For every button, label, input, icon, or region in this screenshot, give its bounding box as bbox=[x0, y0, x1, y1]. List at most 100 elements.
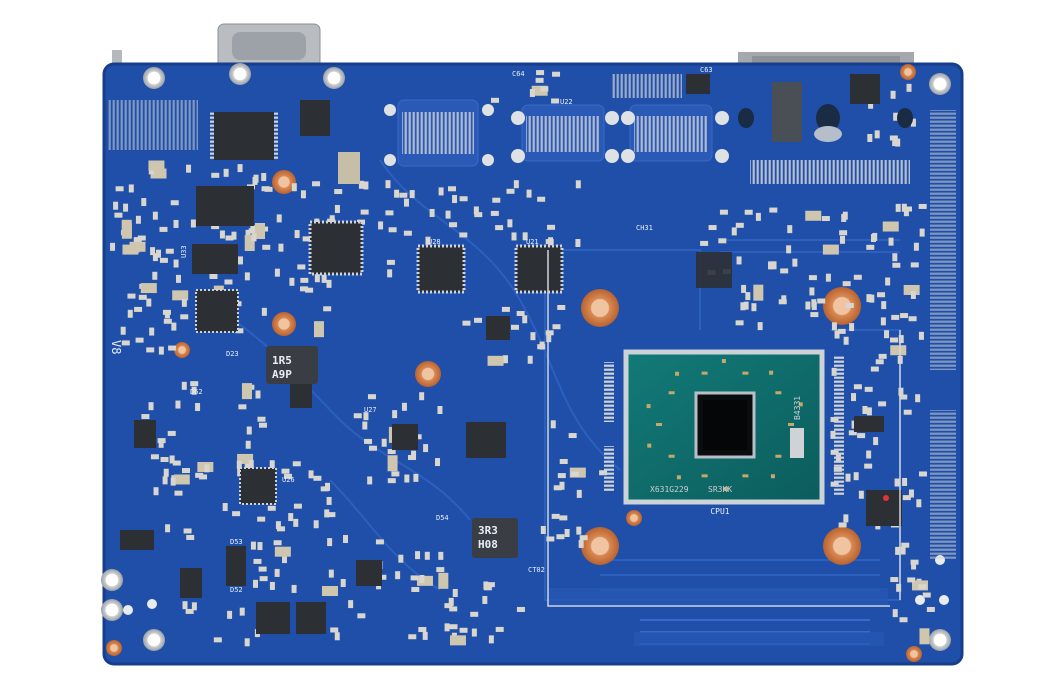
smd-component bbox=[438, 551, 444, 560]
smd-component bbox=[190, 219, 196, 228]
cpu-pad bbox=[676, 475, 681, 480]
copper-standoff bbox=[626, 510, 642, 526]
ref-d62: D62 bbox=[190, 388, 203, 396]
smd-component bbox=[237, 164, 243, 173]
ref-ch31: CH31 bbox=[636, 224, 653, 232]
smd-component bbox=[362, 421, 368, 430]
smd-component bbox=[248, 460, 254, 469]
smd-component bbox=[459, 232, 468, 238]
smd-component bbox=[110, 242, 116, 251]
smd-component bbox=[385, 210, 394, 216]
smd-component bbox=[545, 330, 554, 336]
smd-component bbox=[250, 541, 256, 550]
ref-c63: C63 bbox=[700, 66, 713, 74]
smd-component bbox=[387, 269, 393, 278]
mounting-hole bbox=[143, 629, 165, 651]
smd-component bbox=[575, 239, 581, 248]
smd-component bbox=[395, 571, 401, 580]
smd-component bbox=[191, 602, 197, 611]
smd-component bbox=[422, 631, 428, 640]
smd-component bbox=[418, 627, 427, 633]
smd-component bbox=[424, 551, 430, 560]
smd-component bbox=[890, 337, 899, 343]
smd-component bbox=[858, 490, 864, 499]
smd-component bbox=[474, 212, 483, 218]
smd-component bbox=[559, 515, 568, 521]
smd-component bbox=[138, 294, 147, 300]
smd-component bbox=[300, 277, 309, 283]
smd-component bbox=[150, 247, 156, 256]
ref-d23: D23 bbox=[226, 350, 239, 358]
smd-component bbox=[258, 422, 267, 428]
smd-component bbox=[162, 309, 171, 315]
smd-component bbox=[297, 264, 306, 270]
smd-component bbox=[910, 262, 919, 268]
smd-component bbox=[121, 219, 132, 236]
smd-component bbox=[547, 224, 556, 230]
smd-component bbox=[866, 407, 872, 416]
smd-component bbox=[167, 430, 176, 436]
copper-standoff bbox=[174, 342, 190, 358]
smd-component bbox=[486, 582, 495, 588]
smd-component bbox=[158, 439, 164, 448]
ref-d54: D54 bbox=[436, 514, 449, 522]
smd-component bbox=[269, 460, 275, 469]
cpu-pad bbox=[798, 402, 803, 407]
smd-component bbox=[882, 221, 899, 232]
smd-component bbox=[235, 328, 244, 334]
cpu-markings: X631G229 SR3KK B4331 bbox=[650, 396, 802, 494]
smd-component bbox=[491, 97, 500, 103]
smd-component bbox=[910, 290, 916, 299]
smd-component bbox=[162, 476, 168, 485]
smd-component bbox=[137, 235, 146, 241]
smd-component bbox=[757, 322, 763, 331]
smd-component bbox=[211, 172, 220, 178]
vga-connector bbox=[217, 23, 321, 69]
smd-component bbox=[877, 292, 886, 298]
smd-component bbox=[182, 601, 188, 610]
smd-component bbox=[312, 181, 321, 187]
copper-standoff bbox=[906, 646, 922, 662]
smd-component bbox=[244, 234, 255, 251]
smd-component bbox=[851, 393, 857, 402]
smd-component bbox=[834, 330, 840, 339]
smd-component bbox=[535, 77, 544, 83]
smd-component bbox=[885, 277, 891, 286]
smd-component bbox=[245, 440, 251, 449]
smd-component bbox=[410, 575, 419, 581]
smd-component bbox=[181, 381, 187, 390]
smd-component bbox=[900, 546, 906, 555]
smd-component bbox=[165, 524, 171, 533]
smd-component bbox=[238, 404, 247, 410]
smd-component bbox=[171, 322, 177, 331]
smd-component bbox=[153, 487, 159, 496]
smd-component bbox=[172, 460, 181, 466]
smd-component bbox=[899, 617, 908, 623]
smd-component bbox=[444, 603, 453, 609]
smd-component bbox=[903, 409, 912, 415]
smd-component bbox=[324, 509, 330, 518]
smd-component bbox=[128, 184, 134, 193]
cpu-pad bbox=[701, 474, 708, 478]
ref-ct02: CT02 bbox=[528, 566, 545, 574]
ref-d53: D53 bbox=[230, 538, 243, 546]
smd-component bbox=[313, 475, 322, 481]
smd-component bbox=[326, 279, 332, 288]
smd-component bbox=[348, 600, 354, 609]
smd-component bbox=[918, 331, 924, 340]
smd-component bbox=[165, 248, 174, 254]
smd-component bbox=[894, 478, 900, 487]
smd-component bbox=[821, 216, 830, 222]
smd-component bbox=[320, 486, 329, 492]
smd-component bbox=[884, 330, 890, 339]
smd-component bbox=[845, 302, 854, 308]
smd-component bbox=[160, 457, 169, 463]
smd-component bbox=[516, 606, 525, 612]
smd-component bbox=[529, 89, 535, 98]
smd-component bbox=[246, 426, 252, 435]
smd-component bbox=[302, 236, 311, 242]
smd-component bbox=[401, 402, 407, 411]
smd-component bbox=[735, 222, 744, 228]
cpu-pad bbox=[788, 423, 794, 426]
